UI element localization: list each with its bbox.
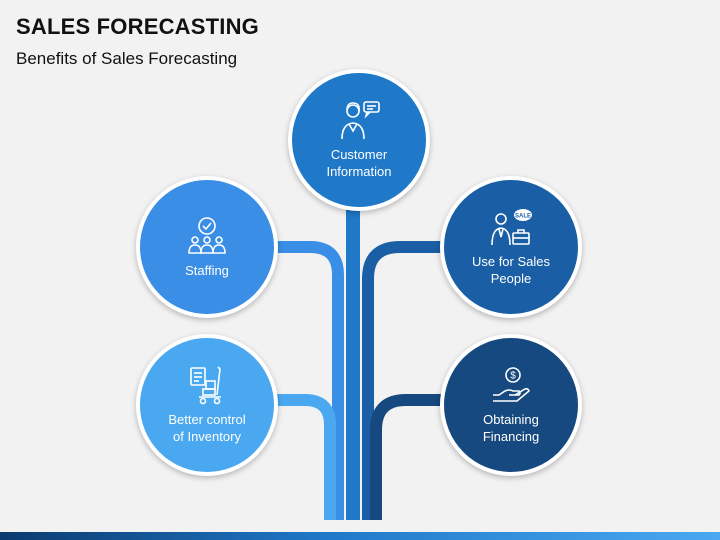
node-label: Use for Sales People [471,254,551,286]
branch-inventory [272,394,336,520]
trunk-center [346,190,360,520]
bottom-bar [0,532,720,540]
svg-text:SALE: SALE [515,214,531,220]
node-label: Better control of Inventory [168,412,246,444]
svg-text:$: $ [510,371,516,382]
node-inventory: Better control of Inventory [136,334,278,476]
node-label: Customer Information [326,147,392,179]
branch-financing [370,394,448,520]
page-subtitle: Benefits of Sales Forecasting [16,49,238,68]
node-customer-information: Customer Information [288,69,430,211]
inventory-cart-icon [190,366,221,405]
page-title: SALES FORECASTING [16,14,259,39]
team-check-icon [188,216,226,254]
money-hand-icon: $ [493,367,530,402]
salesperson-icon: SALE [491,209,532,246]
node-sales-people: SALE Use for Sales People [440,176,582,318]
branch-staffing [272,241,344,520]
node-label: Obtaining Financing [482,412,540,444]
node-financing: $ Obtaining Financing [440,334,582,476]
node-label: Staffing [185,262,229,278]
customer-chat-icon [341,101,380,140]
branch-sales [362,241,448,520]
node-staffing: Staffing [136,176,278,318]
